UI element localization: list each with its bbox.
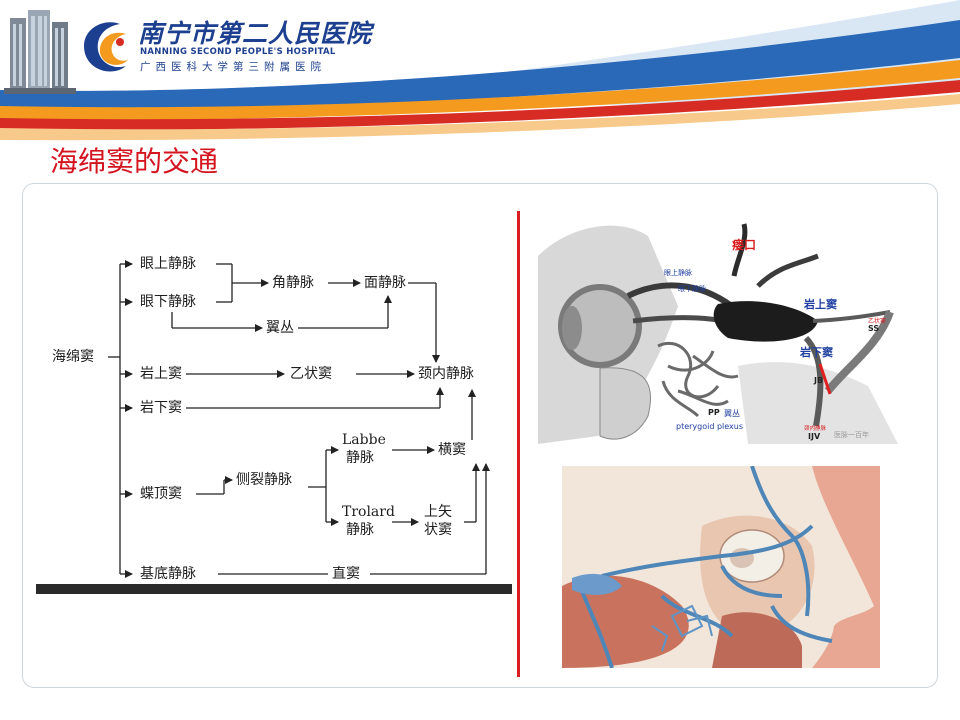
red-divider [517,211,520,677]
node-sylvian-vein: 侧裂静脉 [236,472,292,488]
node-labbe-vein-line1: Labbe [342,432,386,448]
hospital-name-en: NANNING SECOND PEOPLE'S HOSPITAL [140,47,336,57]
anatomy-illustration-bottom [562,466,880,668]
node-internal-jugular-vein: 颈内静脉 [418,366,474,382]
node-facial-vein: 面静脉 [364,275,406,291]
label-pp: PP [708,408,720,417]
venous-anatomy-drawing [538,223,898,444]
node-sigmoid-sinus: 乙状窦 [290,366,332,382]
slide-title: 海绵窦的交通 [50,145,219,178]
label-ss: SS [868,324,880,333]
label-superior-petrosal-sinus: 岩上窦 [804,298,837,311]
label-fistula: 瘘口 [732,238,757,252]
header-swoosh-graphic [0,0,960,150]
label-inferior-petrosal-sinus: 岩下窦 [800,346,833,359]
label-pp-cn: 翼丛 [724,409,740,418]
video-frame-strip [36,584,512,594]
hospital-affiliation: 广西医科大学第三附属医院 [140,61,326,73]
node-cavernous-sinus: 海绵窦 [52,349,94,365]
node-angular-vein: 角静脉 [272,275,314,291]
flowchart-connectors [108,260,490,578]
node-pterygoid-plexus: 翼丛 [266,320,294,336]
node-basal-vein: 基底静脉 [140,566,196,582]
hospital-name-cn: 南宁市第二人民医院 [138,19,373,48]
node-transverse-sinus: 横窦 [438,442,466,458]
node-inferior-ophthalmic-vein: 眼下静脉 [140,294,196,310]
node-superior-petrosal-sinus: 岩上窦 [140,366,182,382]
building-image [4,10,76,94]
label-ijv: IJV [808,432,821,441]
node-superior-sagittal-sinus-line1: 上矢 [424,504,452,520]
node-inferior-petrosal-sinus: 岩下窦 [140,400,182,416]
node-superior-ophthalmic-vein: 眼上静脉 [140,256,196,272]
label-pterygoid-plexus: pterygoid plexus [676,422,744,431]
slide-header: 南宁市第二人民医院 NANNING SECOND PEOPLE'S HOSPIT… [0,0,960,150]
label-ijv-cn: 颈内静脉 [804,426,827,432]
label-superior-ophthalmic-vein: 眼上静脉 [664,269,692,277]
node-labbe-vein-line2: 静脉 [346,450,374,466]
node-superior-sagittal-sinus-line2: 状窦 [424,522,452,538]
hospital-logo [84,22,128,72]
sagittal-venous-drawing [562,466,880,668]
label-sigmoid-sinus-cn: 乙状窦 [868,318,887,325]
node-trolard-vein-line1: Trolard [342,504,395,520]
node-trolard-vein-line2: 静脉 [346,522,374,538]
node-straight-sinus: 直窦 [332,566,360,582]
label-inferior-ophthalmic-vein: 眼下静脉 [678,285,706,293]
watermark-text: 医脉一百年 [834,431,869,439]
anatomy-illustration-top: 瘘口 眼上静脉 眼下静脉 岩上窦 岩下窦 乙状窦 SS JB 颈内静脉 IJV … [538,216,908,444]
label-jb: JB [814,376,824,385]
flowchart-panel: 海绵窦 眼上静脉 眼下静脉 角静脉 面静脉 翼丛 岩上窦 乙状窦 颈内静脉 岩下… [36,212,512,592]
node-sphenoparietal-sinus: 蝶顶窦 [140,486,182,502]
